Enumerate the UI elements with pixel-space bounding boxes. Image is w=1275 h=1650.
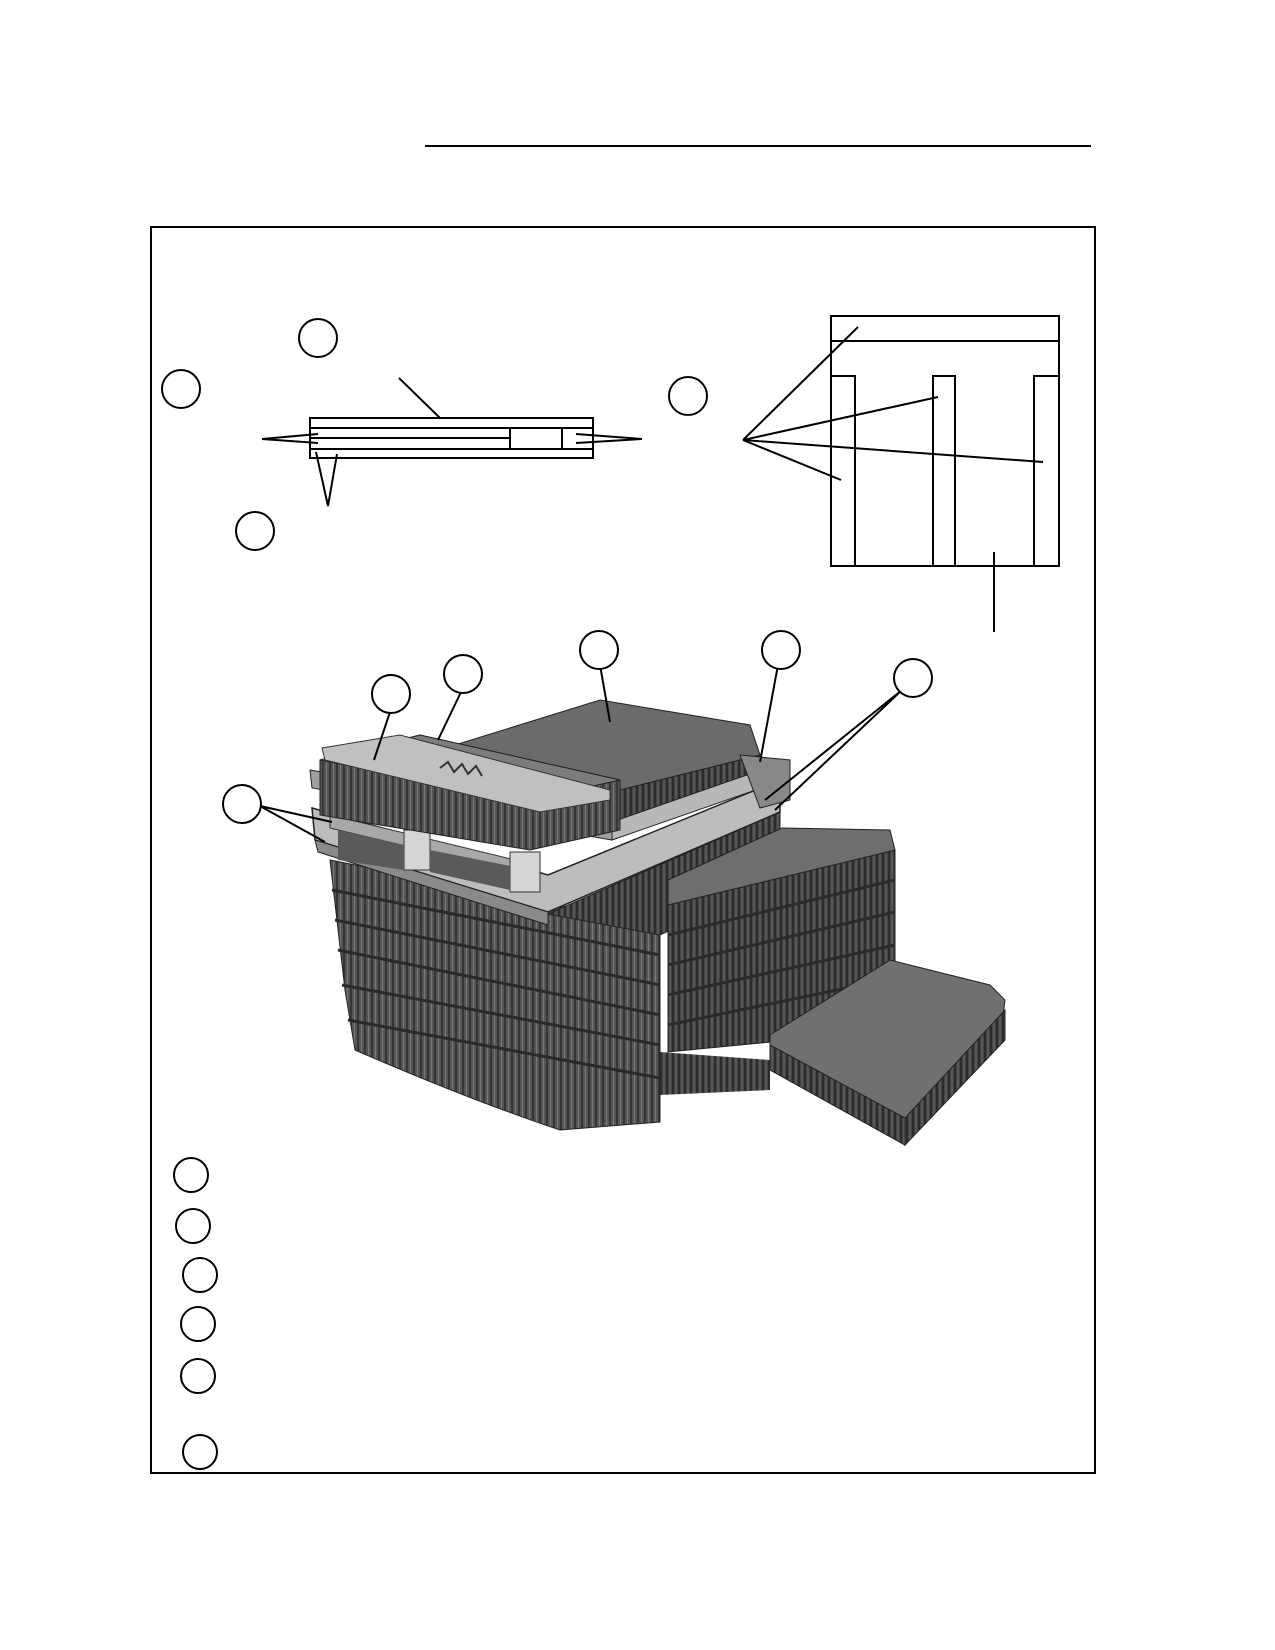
end-view-post-right (1033, 375, 1060, 567)
end-view-outline (830, 315, 1060, 567)
legend-marker (180, 1358, 216, 1394)
side-view-block (509, 427, 563, 450)
callout-circle (579, 630, 619, 670)
callout-circle (161, 369, 201, 409)
legend-marker (173, 1157, 209, 1193)
end-view-diagram (742, 315, 1060, 632)
side-view-pointer-bottom (315, 451, 338, 507)
callout-circle (443, 654, 483, 694)
legend-marker (182, 1434, 218, 1470)
header-rule (425, 145, 1091, 147)
end-view-post-left (830, 375, 856, 567)
legend-marker (180, 1306, 216, 1342)
side-view-diagram (261, 377, 643, 507)
callout-circle (235, 511, 275, 551)
end-view-post-center (932, 375, 956, 567)
callout-circle (893, 658, 933, 698)
side-view-leader-top (398, 377, 441, 419)
legend-marker (182, 1257, 218, 1293)
callout-circle (371, 674, 411, 714)
photo-leaders (259, 664, 903, 843)
photo-callouts (222, 630, 933, 824)
side-view-pointer-right (575, 433, 643, 444)
side-view-pointer-left (261, 433, 319, 444)
pallet-photo (309, 699, 1006, 1147)
figure-frame (150, 226, 1096, 1474)
callout-circle (761, 630, 801, 670)
legend-markers (173, 1157, 218, 1470)
side-view-callouts (161, 318, 708, 551)
legend-marker (175, 1208, 211, 1244)
callout-circle (668, 376, 708, 416)
callout-circle (298, 318, 338, 358)
callout-circle (222, 784, 262, 824)
